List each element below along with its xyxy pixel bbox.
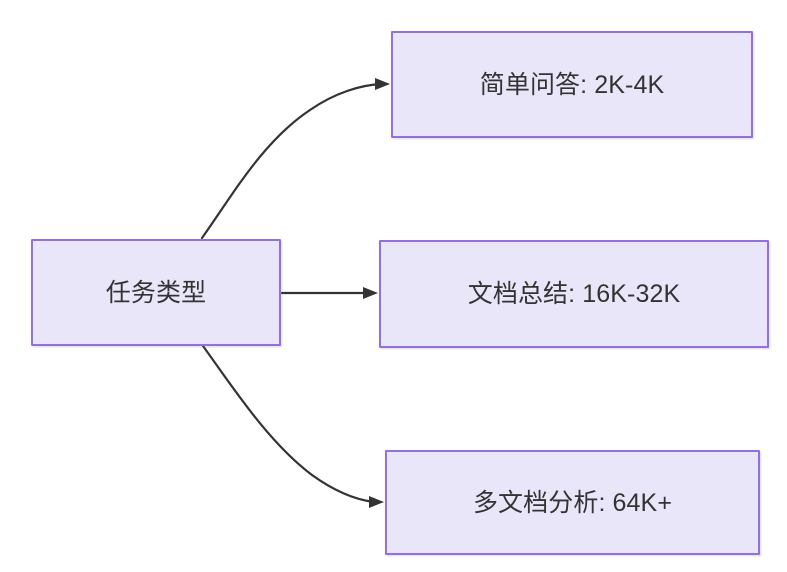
node-simple-qa[interactable]: 简单问答: 2K-4K [391, 31, 753, 138]
edge-task-type-to-doc-summary [280, 287, 378, 299]
node-simple-qa-label: 简单问答: 2K-4K [479, 70, 665, 99]
edge-task-type-to-multi-doc [201, 344, 384, 508]
arrowhead-doc-summary [363, 287, 378, 299]
arrowhead-multi-doc [369, 496, 384, 508]
node-task-type-label: 任务类型 [105, 278, 207, 307]
edge-path-simple-qa [200, 82, 383, 240]
node-doc-summary-label: 文档总结: 16K-32K [467, 280, 681, 308]
arrowhead-simple-qa [375, 78, 390, 90]
node-multi-doc[interactable]: 多文档分析: 64K+ [385, 450, 760, 555]
edge-path-multi-doc [201, 344, 376, 504]
node-multi-doc-label: 多文档分析: 64K+ [472, 488, 673, 517]
node-task-type[interactable]: 任务类型 [31, 239, 281, 346]
edge-task-type-to-simple-qa [200, 78, 390, 240]
node-doc-summary[interactable]: 文档总结: 16K-32K [379, 240, 769, 348]
